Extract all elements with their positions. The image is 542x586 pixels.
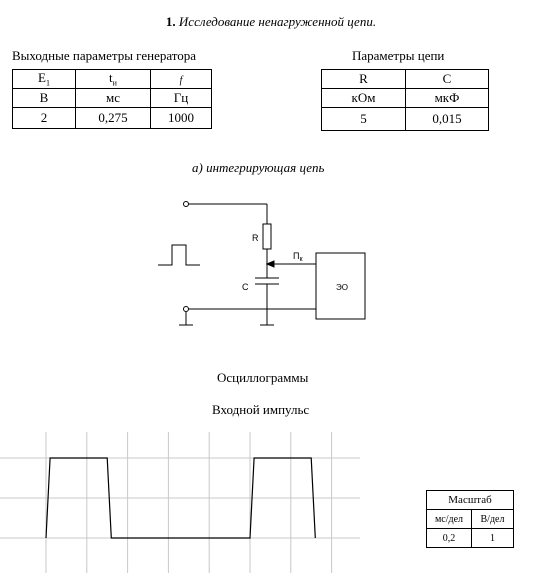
circuit-subtitle: а) интегрирующая цепь <box>192 160 325 175</box>
oscillogram-chart <box>0 432 360 573</box>
circuit-unit: мкФ <box>405 88 489 108</box>
gen-header-e: E1 <box>12 69 76 89</box>
pulse-symbol <box>158 244 200 266</box>
scale-table: Масштаб мс/дел В/дел 0,2 1 <box>426 490 514 548</box>
circuit-units-row: кОм мкФ <box>321 88 489 108</box>
series-line <box>45 457 316 539</box>
scale-title: Масштаб <box>426 490 514 510</box>
scope-box <box>315 252 366 320</box>
probe-label: Пк <box>293 251 303 263</box>
scope-label: ЭО <box>336 283 348 292</box>
input-pulse-title: Входной импульс <box>212 402 310 417</box>
circuit-table: R C кОм мкФ 5 0,015 <box>321 69 489 131</box>
scale-title-row: Масштаб <box>426 490 514 510</box>
title-text: Исследование ненагруженной цепи. <box>178 14 377 29</box>
circuit-header: C <box>405 69 489 89</box>
gen-value: 1000 <box>150 107 212 129</box>
gen-value: 2 <box>12 107 76 129</box>
oscillograms-title: Осциллограммы <box>217 370 309 385</box>
generator-units-row: В мс Гц <box>12 88 212 108</box>
r-label: R <box>252 233 259 243</box>
circuit-unit: кОм <box>321 88 406 108</box>
generator-values-row: 2 0,275 1000 <box>12 107 212 129</box>
generator-header-row: E1 tи f <box>12 69 212 89</box>
circuit-values-row: 5 0,015 <box>321 107 489 131</box>
input-terminal-bottom <box>183 306 189 312</box>
generator-caption: Выходные параметры генератора <box>12 48 197 63</box>
gen-value: 0,275 <box>75 107 151 129</box>
circuit-header: R <box>321 69 406 89</box>
circuit-caption: Параметры цепи <box>352 48 445 63</box>
input-terminal-top <box>183 201 189 207</box>
resistor-symbol <box>262 223 272 250</box>
gen-unit: В <box>12 88 76 108</box>
scale-header-row: мс/дел В/дел <box>426 509 514 529</box>
title-number: 1. <box>165 14 176 29</box>
scale-value: 1 <box>471 528 514 548</box>
scale-values-row: 0,2 1 <box>426 528 514 548</box>
scale-value: 0,2 <box>426 528 472 548</box>
page-title: 1. Исследование ненагруженной цепи. <box>0 14 542 30</box>
gen-unit: Гц <box>150 88 212 108</box>
circuit-schematic: R C Пк ЭО <box>158 201 366 326</box>
circuit-value: 0,015 <box>405 107 489 131</box>
scale-header: мс/дел <box>426 509 472 529</box>
probe-arrow <box>265 260 275 268</box>
circuit-value: 5 <box>321 107 406 131</box>
generator-table: E1 tи f В мс Гц 2 0,275 1000 <box>12 69 212 129</box>
gen-header-f: f <box>150 69 212 89</box>
scale-header: В/дел <box>471 509 514 529</box>
c-label: C <box>242 282 249 292</box>
circuit-header-row: R C <box>321 69 489 89</box>
gen-header-t: tи <box>75 69 151 89</box>
gen-unit: мс <box>75 88 151 108</box>
